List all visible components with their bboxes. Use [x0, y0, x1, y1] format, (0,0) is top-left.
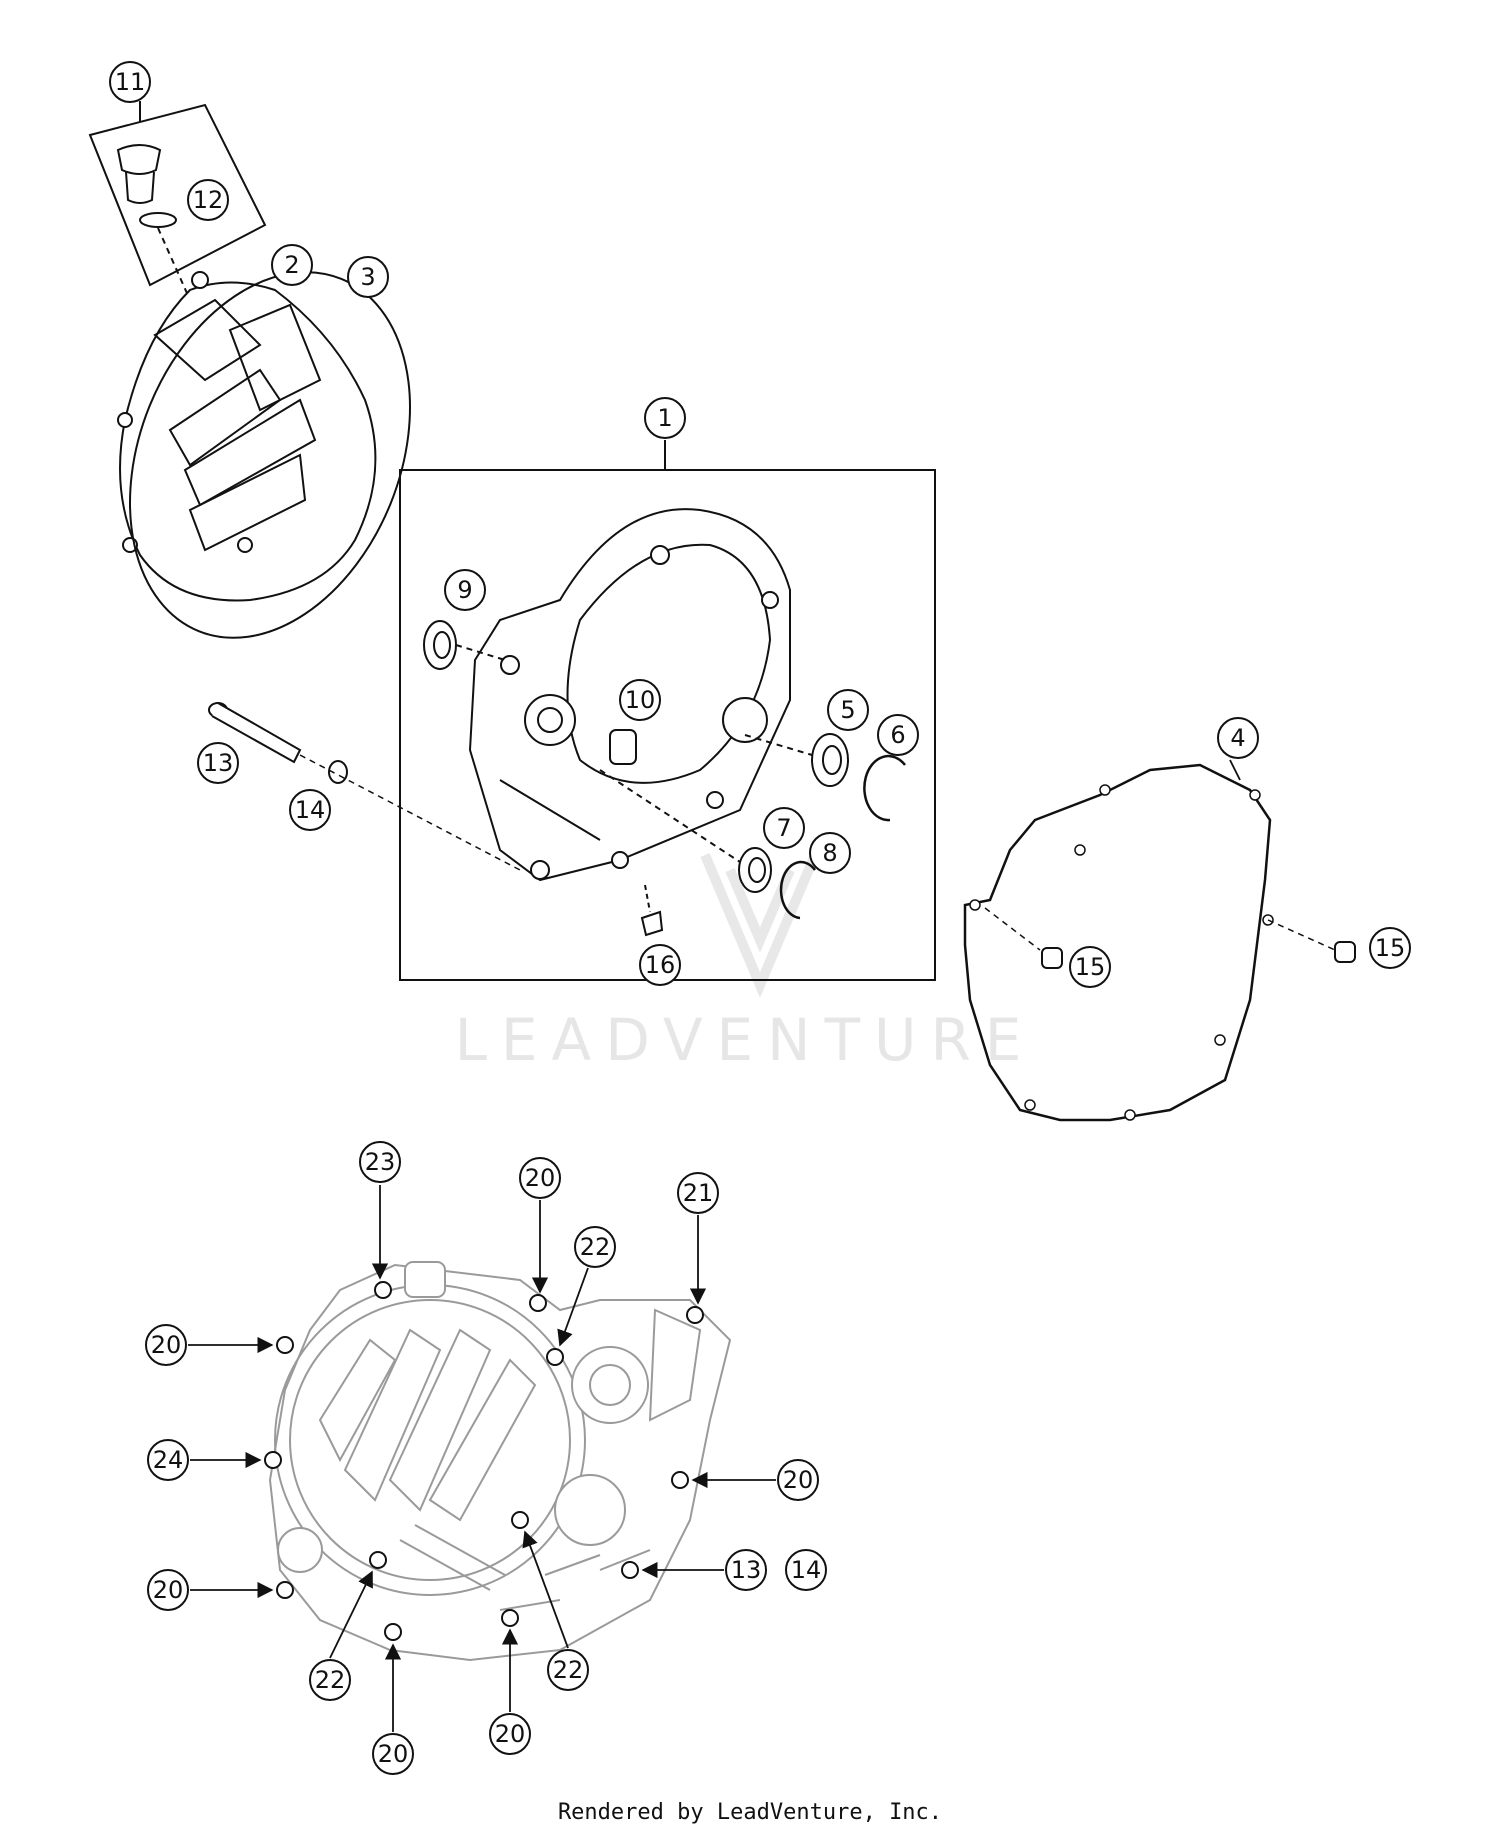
- plug-box: [88, 103, 267, 287]
- svg-text:21: 21: [683, 1179, 714, 1207]
- svg-text:12: 12: [193, 186, 224, 214]
- dowel-15-left: [1041, 947, 1063, 969]
- callout-20-left-top: 20: [145, 1324, 187, 1366]
- callout-9: 9: [444, 569, 486, 611]
- callout-20-right: 20: [777, 1459, 819, 1501]
- callout-20-left-bottom: 20: [147, 1569, 189, 1611]
- plug-16: [640, 884, 664, 937]
- svg-text:7: 7: [776, 814, 791, 842]
- oil-filler-plug-group: [88, 101, 267, 301]
- svg-text:3: 3: [360, 263, 375, 291]
- svg-text:16: 16: [645, 951, 676, 979]
- svg-text:24: 24: [153, 1446, 184, 1474]
- clutch-cover-gasket: [963, 763, 1272, 1122]
- callout-13: 13: [197, 742, 239, 784]
- callout-20-bottom-left: 20: [372, 1733, 414, 1775]
- dowel-15-right: [1334, 941, 1356, 963]
- bolt-13: [208, 702, 302, 764]
- callout-10: 10: [619, 679, 661, 721]
- callout-24: 24: [147, 1439, 189, 1481]
- callout-22-top: 22: [574, 1226, 616, 1268]
- svg-text:1: 1: [657, 404, 672, 432]
- oil-seal-9: [423, 620, 506, 670]
- svg-text:23: 23: [365, 1148, 396, 1176]
- callout-15-left: 15: [1069, 946, 1111, 988]
- clutch-cover-o-ring: [129, 271, 411, 639]
- dowel-10: [609, 729, 637, 765]
- svg-text:22: 22: [553, 1656, 584, 1684]
- assembled-clutch-cover: [268, 1261, 732, 1662]
- callout-14-bottom: 14: [785, 1549, 827, 1591]
- svg-text:22: 22: [580, 1233, 611, 1261]
- svg-text:9: 9: [457, 576, 472, 604]
- callouts: 11 12 2 3 1 9 10 5 6 4 13 14 7 8 16 15 1…: [109, 61, 1411, 1775]
- callout-14: 14: [289, 789, 331, 831]
- oil-filler-plug: [116, 144, 162, 204]
- callout-12: 12: [187, 179, 229, 221]
- svg-text:4: 4: [1230, 724, 1245, 752]
- svg-text:15: 15: [1375, 934, 1406, 962]
- svg-text:20: 20: [153, 1576, 184, 1604]
- callout-22-left: 22: [309, 1659, 351, 1701]
- callout-5: 5: [827, 689, 869, 731]
- svg-text:20: 20: [525, 1164, 556, 1192]
- callout-6: 6: [877, 714, 919, 756]
- watermark: LEADVENTURE: [455, 853, 1036, 1074]
- svg-text:20: 20: [151, 1331, 182, 1359]
- svg-text:14: 14: [295, 796, 326, 824]
- callout-21: 21: [677, 1172, 719, 1214]
- callout-11: 11: [109, 61, 151, 103]
- svg-text:20: 20: [783, 1466, 814, 1494]
- outer-clutch-cover: [117, 271, 377, 602]
- callout-16: 16: [639, 944, 681, 986]
- callout-4: 4: [1217, 717, 1259, 759]
- svg-text:8: 8: [822, 839, 837, 867]
- svg-text:5: 5: [840, 696, 855, 724]
- callout-3: 3: [347, 256, 389, 298]
- bearing-5: [744, 733, 849, 787]
- svg-text:20: 20: [378, 1740, 409, 1768]
- svg-text:10: 10: [625, 686, 656, 714]
- svg-text:13: 13: [203, 749, 234, 777]
- circlip-8: [779, 860, 817, 920]
- circlip-6: [863, 754, 906, 822]
- svg-text:15: 15: [1075, 953, 1106, 981]
- assembled-bolts: [264, 1281, 704, 1641]
- svg-text:22: 22: [315, 1666, 346, 1694]
- leader-lines: [139, 101, 1241, 1732]
- svg-text:11: 11: [115, 68, 146, 96]
- callout-7: 7: [763, 807, 805, 849]
- oil-seal-7: [599, 769, 772, 893]
- callout-1: 1: [644, 397, 686, 439]
- callout-15-right: 15: [1369, 927, 1411, 969]
- svg-text:14: 14: [791, 1556, 822, 1584]
- render-credit: Rendered by LeadVenture, Inc.: [557, 1800, 943, 1825]
- callout-23: 23: [359, 1141, 401, 1183]
- callout-13-bottom: 13: [725, 1549, 767, 1591]
- callout-22-right: 22: [547, 1649, 589, 1691]
- callout-20-top: 20: [519, 1157, 561, 1199]
- svg-text:6: 6: [890, 721, 905, 749]
- svg-text:20: 20: [495, 1720, 526, 1748]
- callout-20-bottom-mid: 20: [489, 1713, 531, 1755]
- callout-8: 8: [809, 832, 851, 874]
- plug-o-ring: [139, 212, 177, 228]
- svg-text:LEADVENTURE: LEADVENTURE: [455, 1006, 1036, 1074]
- gasket-holes: [969, 784, 1274, 1121]
- svg-text:13: 13: [731, 1556, 762, 1584]
- callout-2: 2: [271, 244, 313, 286]
- svg-text:2: 2: [284, 251, 299, 279]
